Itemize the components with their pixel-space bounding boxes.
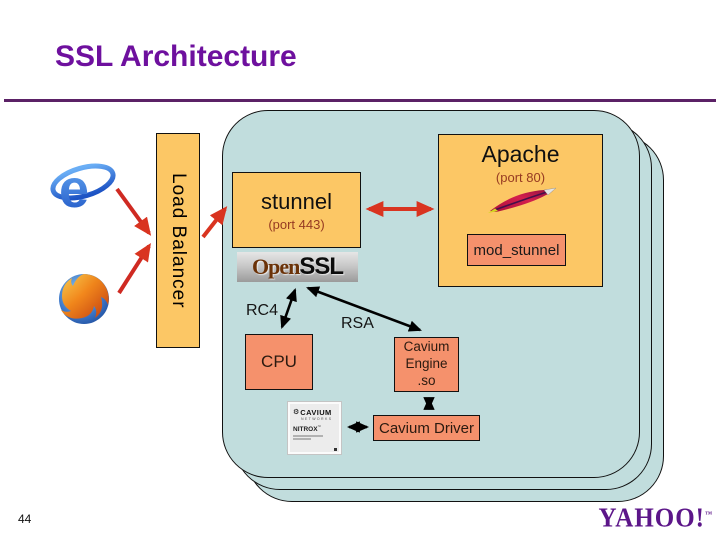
cavium-brand-text: CAVIUM xyxy=(300,408,332,417)
cavium-driver-label: Cavium Driver xyxy=(378,419,474,437)
cavium-engine-box: Cavium Engine .so xyxy=(394,337,459,392)
cavium-nitrox-chip-image: ⚙ CAVIUM NETWORKS NITROX™ xyxy=(287,401,342,455)
mod-stunnel-box: mod_stunnel xyxy=(467,234,566,266)
gear-emblem-icon: ⚙ xyxy=(293,409,300,416)
cavium-driver-box: Cavium Driver xyxy=(373,415,480,441)
chip-fine-print-line xyxy=(293,435,323,438)
stunnel-port-label: (port 443) xyxy=(268,216,325,232)
stunnel-box: stunnel (port 443) xyxy=(232,172,361,248)
apache-port-label: (port 80) xyxy=(495,170,546,185)
apache-title: Apache xyxy=(481,141,560,167)
firefox-icon xyxy=(55,269,113,327)
openssl-open-text: Open xyxy=(251,254,300,279)
mod-stunnel-label: mod_stunnel xyxy=(473,241,560,259)
load-balancer-label: Load Balancer xyxy=(168,172,189,309)
cavium-engine-line1: Cavium xyxy=(403,339,450,355)
cavium-networks-text: NETWORKS xyxy=(301,417,333,421)
cpu-box: CPU xyxy=(245,334,313,390)
apache-box: Apache (port 80) xyxy=(438,134,603,287)
cavium-engine-line2: Engine xyxy=(405,356,448,372)
svg-text:e: e xyxy=(59,159,89,219)
internet-explorer-icon: e xyxy=(50,155,116,219)
chip-fine-print-line xyxy=(293,438,311,441)
chip-corner-dot xyxy=(334,448,337,451)
arrow-ie-to-load-balancer xyxy=(115,187,152,236)
arrow-firefox-to-load-balancer xyxy=(117,242,151,295)
page-number: 44 xyxy=(18,512,32,526)
nitrox-product-text: NITROX™ xyxy=(293,425,322,434)
stunnel-label: stunnel xyxy=(261,188,332,214)
apache-feather-icon xyxy=(488,187,560,215)
page-title: SSL Architecture xyxy=(55,40,297,73)
firefox-icon xyxy=(59,274,109,324)
rsa-label: RSA xyxy=(341,315,374,332)
internet-explorer-icon: e xyxy=(50,159,116,219)
cavium-engine-line3: .so xyxy=(417,372,436,388)
title-divider xyxy=(4,99,716,102)
rc4-label: RC4 xyxy=(246,302,279,319)
load-balancer-box: Load Balancer xyxy=(156,133,200,348)
cpu-label: CPU xyxy=(261,352,297,371)
yahoo-logo: YAHOO!™ xyxy=(598,503,712,534)
openssl-ssl-text: SSL xyxy=(299,253,344,280)
